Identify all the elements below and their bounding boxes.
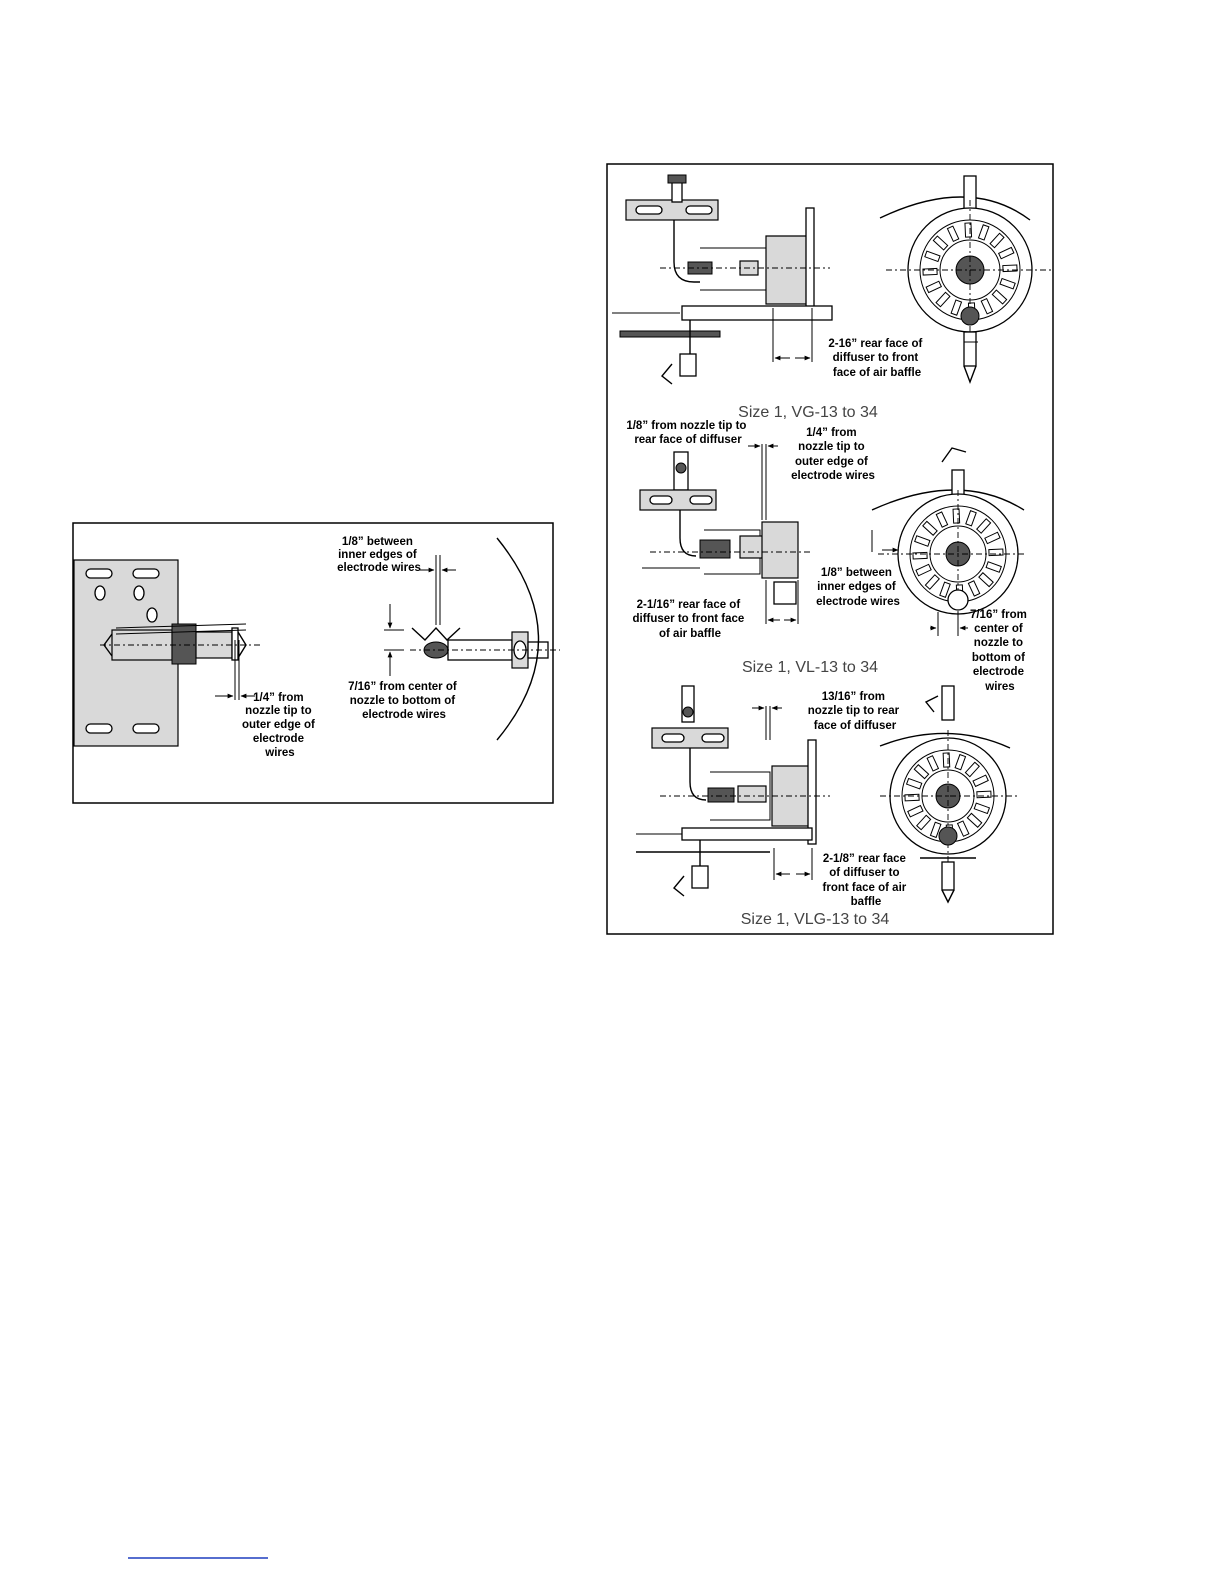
vg-label-baffle: 2-16” rear face of diffuser to front fac… (828, 338, 925, 379)
diffuser-slot (997, 246, 1015, 260)
vg-side-view (612, 174, 833, 385)
electrode-end-view (384, 537, 560, 741)
diffuser-slot (912, 551, 928, 560)
vg-end-view (879, 175, 1054, 384)
diffuser-slot (956, 820, 970, 837)
right-figure-frame (606, 163, 1054, 935)
diffuser-slot (905, 777, 923, 790)
vl-end-view (871, 447, 1025, 636)
diffuser-slot (916, 814, 932, 831)
diffuser-slot (978, 572, 994, 588)
diffuser-slot (935, 511, 949, 528)
diffuser-slot (980, 297, 994, 315)
left-figure-frame (72, 522, 554, 804)
diffuser-slot (965, 510, 977, 527)
diffuser-slot (964, 222, 973, 238)
diffuser-slot (972, 774, 989, 788)
diffuser-slot (922, 520, 938, 536)
diffuser-slot (985, 561, 1002, 573)
diffuser-slot (935, 291, 951, 308)
diffuser-slot (964, 761, 980, 778)
diffuser-slot (976, 790, 992, 799)
vl-label-center: 7/16” from center of nozzle to bottom of… (970, 609, 1030, 693)
diffuser-slot (924, 574, 940, 590)
diffuser-slot (973, 802, 991, 815)
diffuser-slot (922, 267, 938, 276)
diffuser-slot (950, 299, 963, 316)
right-settings-figure: 2-16” rear face of diffuser to front fac… (606, 163, 1054, 935)
vl-label-tip: 1/4” from nozzle tip to outer edge of el… (791, 427, 875, 482)
nozzle-assembly-side-view (100, 623, 262, 700)
diffuser-slot (966, 812, 983, 828)
diffuser-slot (925, 280, 943, 294)
vlg-caption: Size 1, VLG-13 to 34 (741, 911, 890, 928)
diffuser-slot (907, 804, 924, 818)
diffuser-slot (977, 224, 990, 241)
vl-label-gap: 1/8” between inner edges of electrode wi… (816, 567, 900, 608)
vl-side-view: 1/8” from nozzle tip to rear face of dif… (626, 420, 812, 624)
left-label-gap: 1/8” between inner edges of electrode wi… (337, 536, 421, 574)
vl-caption: Size 1, VL-13 to 34 (742, 659, 878, 676)
diffuser-slot (926, 755, 940, 772)
diffuser-slot (929, 821, 942, 839)
diffuser-slot (984, 531, 1001, 545)
diffuser-slot (976, 518, 992, 534)
diffuser-slot (967, 580, 981, 597)
diffuser-slot (988, 548, 1004, 557)
left-label-center: 7/16” from center of nozzle to bottom of… (348, 681, 460, 721)
diffuser-slot (946, 225, 960, 243)
diffuser-slot (952, 508, 961, 524)
vlg-label-nozzle-rear: 13/16” from nozzle tip to rear face of d… (808, 691, 903, 732)
vg-caption: Size 1, VG-13 to 34 (738, 404, 878, 421)
diffuser-slot (904, 793, 920, 802)
diffuser-slot (914, 535, 931, 547)
vl-label-baffle: 2-1/16” rear face of diffuser to front f… (632, 599, 747, 640)
diffuser-slot (913, 764, 930, 780)
diffuser-slot (932, 235, 949, 251)
diffuser-slot (991, 289, 1008, 305)
diffuser-slot (942, 752, 951, 768)
vl-label-nozzle-rear: 1/8” from nozzle tip to rear face of dif… (626, 420, 749, 446)
left-electrode-figure: 1/8” between inner edges of electrode wi… (72, 522, 560, 804)
diffuser-slot (915, 563, 932, 577)
diffuser-slot (989, 232, 1005, 249)
vlg-label-baffle: 2-1/8” rear face of diffuser to front fa… (823, 853, 910, 908)
diffuser-slot (1002, 264, 1018, 273)
left-label-tip: 1/4” from nozzle tip to outer edge of el… (242, 692, 318, 759)
diffuser-slot (954, 753, 967, 771)
vlg-end-view (879, 685, 1018, 904)
diffuser-slot (999, 277, 1016, 290)
diffuser-slot (924, 250, 941, 263)
diffuser-slot (939, 581, 951, 598)
vlg-side-view (636, 685, 830, 897)
